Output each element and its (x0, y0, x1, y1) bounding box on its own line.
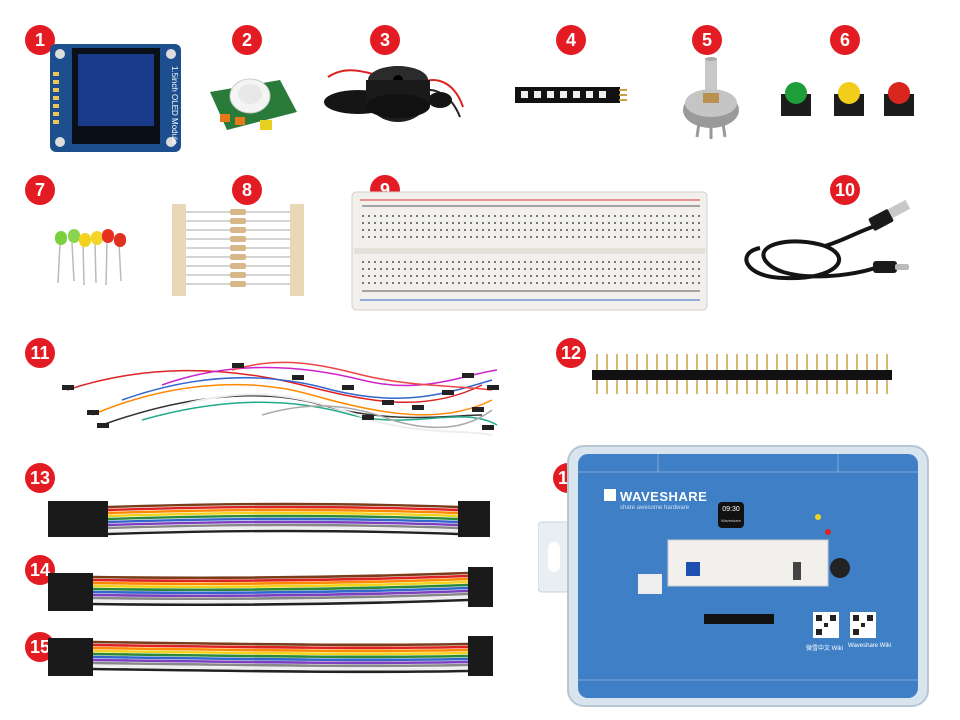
label-1: 1 (25, 25, 55, 55)
label-5: 5 (692, 25, 722, 55)
leds (50, 225, 130, 287)
ribbon-cable-male-male (38, 495, 498, 540)
storage-box: WAVESHARE share awesome hardware 09:30 W… (538, 442, 938, 710)
qr-right-caption: Waveshare Wiki (848, 643, 892, 649)
jumper-wires (62, 345, 502, 445)
label-11: 11 (25, 338, 55, 368)
label-10: 10 (830, 175, 860, 205)
label-6: 6 (830, 25, 860, 55)
oled-module-label: 1.5inch OLED Module (170, 66, 179, 145)
oled-module: 1.5inch OLED Module (48, 42, 183, 154)
led-strip (515, 85, 627, 107)
resistors (168, 200, 308, 300)
qr-left-caption: 微雪中文 Wiki (806, 646, 843, 652)
box-tagline: share awesome hardware (620, 505, 690, 511)
pir-sensor (205, 62, 300, 142)
label-2: 2 (232, 25, 262, 55)
breadboard (350, 188, 710, 316)
box-brand: WAVESHARE (620, 489, 708, 504)
buzzer (318, 52, 468, 140)
label-3: 3 (370, 25, 400, 55)
label-13: 13 (25, 463, 55, 493)
ribbon-cable-female-male (38, 565, 498, 615)
ribbon-cable-female-female (38, 630, 498, 680)
label-4: 4 (556, 25, 586, 55)
label-12: 12 (556, 338, 586, 368)
potentiometer (675, 55, 750, 145)
label-7: 7 (25, 175, 55, 205)
watch-time: 09:30 (722, 506, 740, 513)
usb-cable (735, 198, 920, 288)
label-8: 8 (232, 175, 262, 205)
pin-header (592, 350, 892, 398)
push-buttons (776, 78, 916, 120)
watch-brand: Waveshare (720, 518, 742, 523)
